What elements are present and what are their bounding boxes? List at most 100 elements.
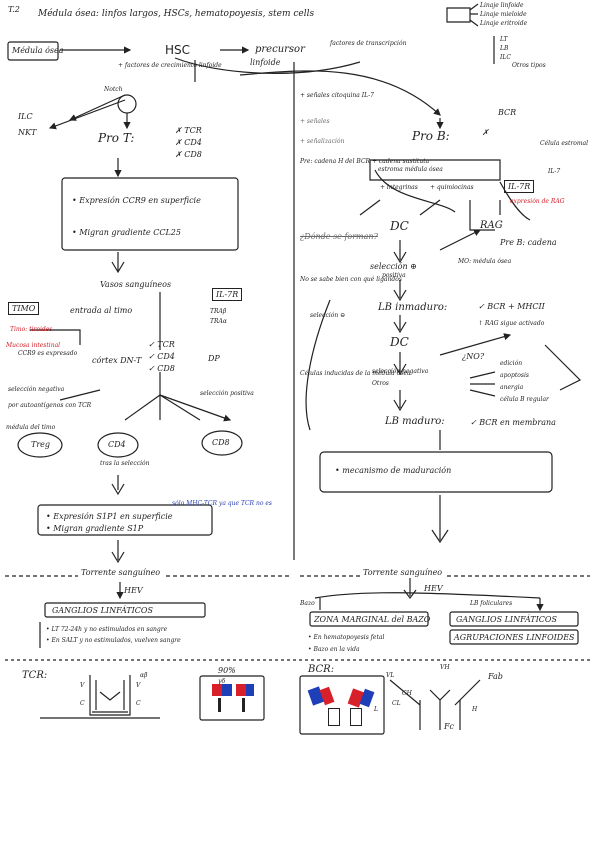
red-rag: expresión de RAG — [510, 198, 565, 205]
red-note-timo: Timo: tiroides — [10, 326, 53, 333]
tras-label: tras la selección — [100, 460, 150, 467]
entrada-label: entrada al timo — [70, 306, 133, 315]
cl-label: CL — [392, 700, 401, 707]
legend-otros: Otros tipos — [512, 62, 546, 69]
tcr-v2: V — [136, 682, 141, 689]
cd4-neg: ✗ CD4 — [175, 138, 202, 147]
treg-cell: Treg — [31, 440, 51, 449]
timo-label: TIMO — [8, 302, 40, 315]
sel-neg-sub: por autoantígenos con TCR — [8, 402, 92, 409]
dc-right: DC — [390, 219, 409, 233]
bazo-note: • Bazo en la vida — [308, 646, 360, 653]
legend-lt: LT — [500, 36, 508, 43]
tcr-neg: ✗ TCR — [175, 126, 202, 135]
vh-label: VH — [440, 664, 450, 671]
ch1-label: CH — [402, 690, 412, 697]
seleccion-pos: selección ⊕ — [370, 262, 417, 271]
page-number: T.2 — [8, 5, 20, 14]
legend-lb: LB — [500, 45, 509, 52]
il7r-right: IL-7R — [504, 180, 535, 193]
l-chain-label: L — [374, 706, 378, 713]
fab-label: Fab — [488, 672, 503, 681]
box2-line2: • Migran gradiente S1P — [46, 524, 144, 533]
lb-inmaduro: LB inmaduro: — [378, 302, 448, 313]
no-question: ¿NO? — [462, 352, 485, 361]
vascular-label: + factores de crecimiento linfoide — [118, 62, 222, 69]
trab-1: TRAβ — [210, 308, 227, 315]
red-note-mucosa: Mucosa intestinal — [6, 342, 61, 349]
medula-cell-label: médula del timo — [6, 424, 56, 431]
blue-note: sólo MHC-TCR ya que TCR no es — [172, 500, 272, 507]
sel-circle: selección ⊖ — [310, 312, 346, 319]
il7r-box: IL-7R — [212, 288, 243, 301]
tcr-v: V — [80, 682, 85, 689]
cd8-pos: ✓ CD8 — [148, 364, 175, 373]
apoptosis-label: apoptosis — [500, 372, 529, 379]
tcr-colored-figure — [210, 684, 256, 714]
nkt-label: NKT — [18, 128, 37, 137]
rag-activ: ↑ RAG sigue activado — [478, 320, 545, 327]
hev-right: HEV — [424, 584, 443, 593]
cel-info: Células inducidas de la médula ósea — [300, 370, 411, 377]
pre-b-signal: + señales citoquina IL-7 — [300, 92, 374, 99]
agrupaciones: AGRUPACIONES LINFOIDES — [454, 633, 575, 642]
bcr-top: BCR — [498, 108, 517, 117]
bcr-colored-figure — [306, 684, 382, 730]
alpha-beta: αβ — [140, 672, 148, 679]
bazo-label: Bazo — [300, 600, 315, 607]
torrente-left: Torrente sanguíneo — [78, 568, 164, 577]
cd8-cell: CD8 — [212, 438, 230, 447]
gl-line1: • LT 72-24h y no estimulados en sangre — [46, 626, 168, 633]
vasos-label: Vasos sanguíneos — [100, 280, 172, 289]
branch-eritroide: Linaje eritroide — [480, 20, 528, 27]
dp-label: DP — [208, 354, 220, 363]
signal-label: Notch — [104, 86, 123, 93]
tcr-pos: ✓ TCR — [148, 340, 175, 349]
branch-mieloide: Linaje mieloide — [480, 11, 527, 18]
bcr-structure-label: BCR: — [308, 664, 335, 675]
cd8-neg: ✗ CD8 — [175, 150, 202, 159]
lb-maduro: LB maduro: — [385, 416, 445, 427]
page-title: Médula ósea: linfos largos, HSCs, hemato… — [38, 9, 315, 19]
tree-a: + integrinas — [380, 184, 418, 191]
branch-linfoide: Linaje linfoide — [480, 2, 524, 9]
gamma-delta: γδ — [218, 678, 226, 685]
box1-line2: • Migran gradiente CCL25 — [72, 228, 181, 237]
factors-label: factores de transcripción — [330, 40, 407, 47]
no-sabe: No se sabe bien con qué ligandos — [300, 276, 402, 283]
fetal-note: • En hematopoyesis fetal — [308, 634, 385, 641]
dc2-label: DC — [390, 335, 409, 349]
ccr9-note: CCR9 es expresado — [18, 350, 78, 357]
doble-neg: córtex DN-T — [92, 356, 142, 365]
pre-b-chain: Pre B: cadena — [500, 238, 557, 247]
bcr-x: ✗ — [482, 128, 489, 137]
fc-label: Fc — [444, 722, 455, 731]
anergia-label: anergia — [500, 384, 524, 391]
sel-pos-left: selección positiva — [200, 390, 254, 397]
otros-label: Otros — [372, 380, 389, 387]
hsc-label: HSC — [165, 43, 191, 57]
precursor-label: precursor — [255, 44, 305, 55]
tcr-structure-label: TCR: — [22, 670, 48, 681]
ilc-label: ILC — [18, 112, 33, 121]
box2-line1: • Expresión S1P1 en superficie — [46, 512, 173, 521]
sel-neg-right: selección negativa — [372, 368, 429, 375]
lb-fol: LB foliculares — [470, 600, 513, 607]
vl-label: VL — [386, 672, 395, 679]
ganglios-right: GANGLIOS LINFÁTICOS — [456, 615, 557, 624]
stromal-box: estroma médula ósea — [378, 166, 443, 173]
bcr-maduro: ✓ BCR en membrana — [470, 418, 556, 427]
ganglios-left: GANGLIOS LINFÁTICOS — [52, 606, 153, 615]
sel-neg-left: selección negativa — [8, 386, 65, 393]
side-note: Célula estromal — [540, 140, 589, 147]
dc-cross: ¿Dónde se forman? — [300, 232, 378, 241]
cd4-cell: CD4 — [108, 440, 126, 449]
legend-ilc: ILC — [500, 54, 511, 61]
bcr-mhc: ✓ BCR + MHCII — [478, 302, 545, 311]
box1-line1: • Expresión CCR9 en superficie — [72, 196, 201, 205]
positiva-label: positiva — [382, 272, 406, 279]
tree-b: + quimiocinas — [430, 184, 474, 191]
edicion-label: edición — [500, 360, 523, 367]
zona-marginal: ZONA MARGINAL del BAZO — [314, 615, 431, 624]
